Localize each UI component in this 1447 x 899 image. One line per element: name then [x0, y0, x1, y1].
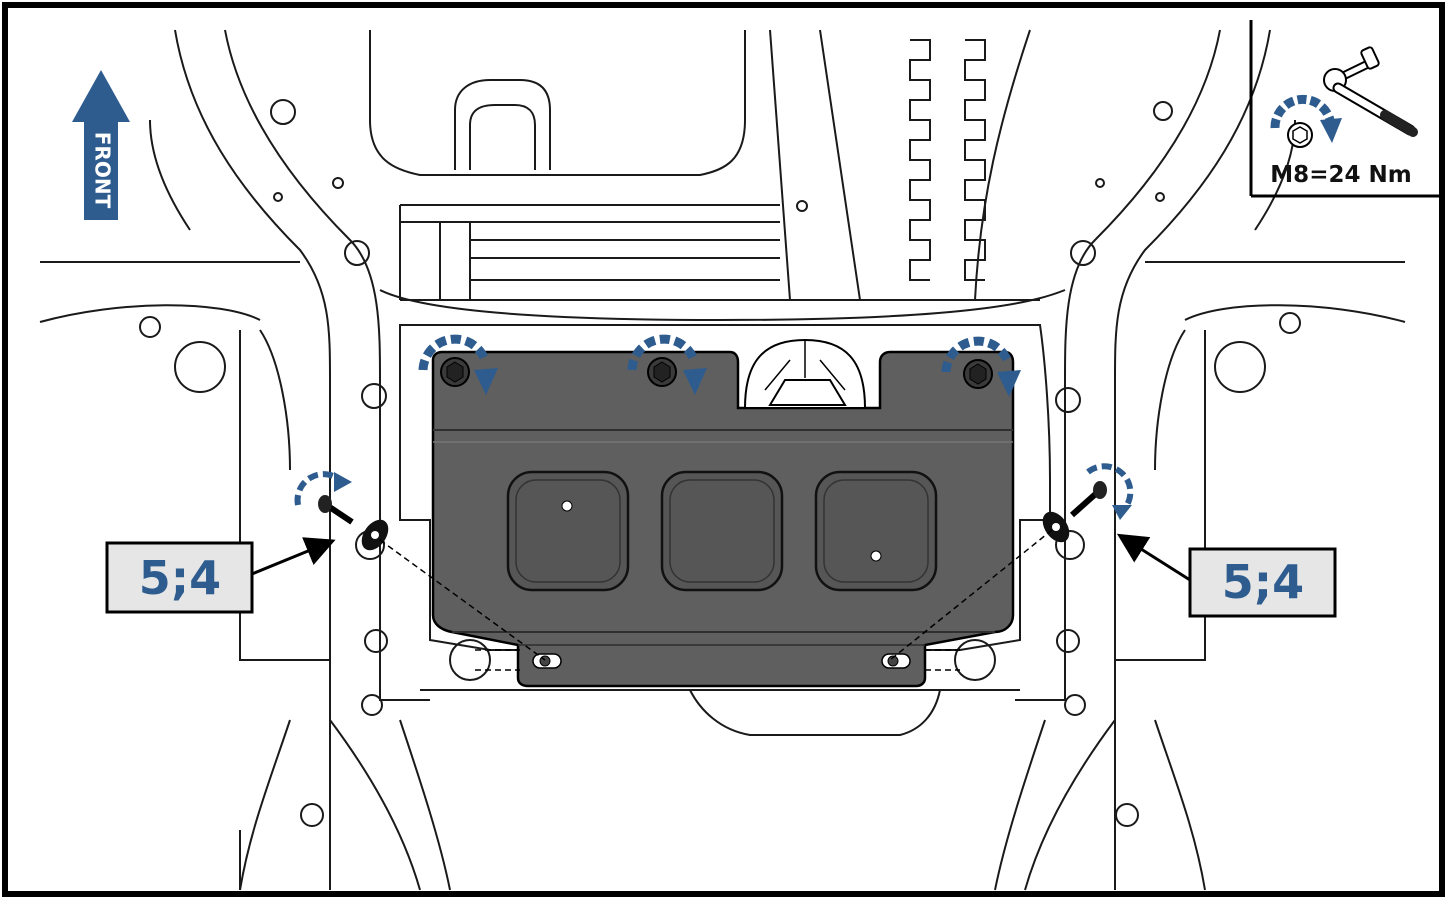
torque-wrench-icon: [1323, 46, 1418, 137]
torque-spec-label: M8=24 Nm: [1270, 162, 1411, 188]
side-bolt-left: [318, 495, 389, 551]
plate-recess-right: [814, 470, 938, 592]
callout-right-label: 5;4: [1222, 555, 1304, 609]
callout-left-label: 5;4: [139, 551, 221, 605]
callout-right: 5;4: [1116, 533, 1337, 618]
callout-left: 5;4: [105, 537, 336, 614]
top-bolt-left: [440, 357, 470, 387]
rotation-arrows: [294, 334, 1134, 510]
torque-spec-box: M8=24 Nm: [1249, 20, 1440, 198]
front-arrow: FRONT: [72, 70, 130, 220]
plate-recess-left: [506, 470, 630, 592]
top-bolt-center: [647, 357, 677, 387]
top-bolt-right: [963, 359, 993, 389]
plate-recess-center: [660, 470, 784, 592]
front-arrow-icon: [72, 70, 130, 220]
side-bolt-right: [1042, 481, 1107, 543]
nut-icon: [1287, 122, 1313, 148]
front-label: FRONT: [91, 132, 115, 209]
skid-plate: [431, 338, 1015, 688]
